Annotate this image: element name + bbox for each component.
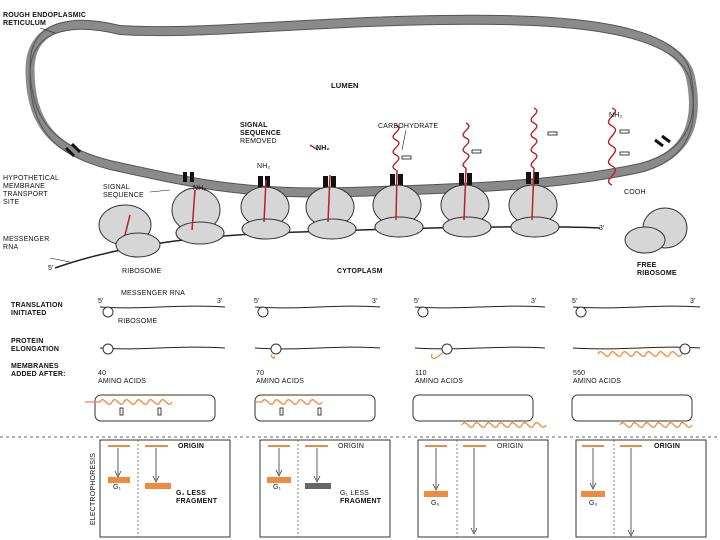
aa-label-c1: AMINO ACIDS <box>98 378 146 386</box>
hypothetical-line4: SITE <box>3 199 19 207</box>
ribosome-5 <box>373 170 423 237</box>
aa-label-c4: AMINO ACIDS <box>573 378 621 386</box>
rer-label-line1: ROUGH ENDOPLASMIC <box>3 12 86 20</box>
signal-sequence-line1: SIGNAL <box>103 184 130 192</box>
cooh-label: COOH <box>624 189 646 197</box>
origin-c1: ORIGIN <box>178 443 204 451</box>
signal-sequence-line2: SEQUENCE <box>103 192 144 200</box>
g1less-c2-line2: FRAGMENT <box>340 498 381 506</box>
nh2-label-3: NH₂ <box>257 163 270 171</box>
aa-label-c3: AMINO ACIDS <box>415 378 463 386</box>
aa-count-c1: 40 <box>98 370 106 378</box>
row-translation-line2: INITIATED <box>11 310 47 318</box>
ribosome-small-row1 <box>103 307 586 317</box>
g1-label-c1: G₁ <box>113 484 121 492</box>
row-membranes-line2: ADDED AFTER: <box>11 371 66 379</box>
band-g1-col2 <box>267 477 291 483</box>
origin-c2: ORIGIN <box>338 443 364 451</box>
ribosome-1 <box>99 205 160 257</box>
lumen-label: LUMEN <box>331 82 359 90</box>
nh2-label-seq: NH₂ <box>193 185 206 193</box>
carbohydrate-markers <box>402 130 629 159</box>
five-prime-top: 5' <box>48 265 54 273</box>
row-elongation-line1: PROTEIN <box>11 338 44 346</box>
free-ribosome <box>625 208 687 253</box>
signal-removed-line3: REMOVED <box>240 138 277 146</box>
rer-label-line2: RETICULUM <box>3 20 46 28</box>
transport-site-marks <box>66 136 670 156</box>
band-g0-col3 <box>424 491 448 497</box>
row-elongation-line2: ELONGATION <box>11 346 59 354</box>
g1less-c1-line1: G₁ LESS <box>176 490 206 498</box>
signal-removed-line1: SIGNAL <box>240 122 268 130</box>
ribosome-4 <box>306 175 356 239</box>
g1less-c1-line2: FRAGMENT <box>176 498 217 506</box>
electrophoresis-gels <box>100 440 706 537</box>
carbohydrate-label: CARBOHYDRATE <box>378 123 438 131</box>
signal-removed-line2: SEQUENCE <box>240 130 281 138</box>
five-prime-c2: 5' <box>254 298 260 306</box>
g0-label-c4: G₀ <box>589 500 598 508</box>
aa-count-c4: 550 <box>573 370 585 378</box>
mrna-row-elongation <box>100 347 700 349</box>
three-prime-top: 3' <box>599 225 605 233</box>
g1less-c2-line1: G₁ LESS <box>340 490 369 498</box>
row-membranes-line1: MEMBRANES <box>11 363 59 371</box>
five-prime-c3: 5' <box>414 298 420 306</box>
ribosome-label-bottom: RIBOSOME <box>118 318 157 326</box>
nh2-label-removed: NH₂ <box>316 145 330 153</box>
g1-label-c2: G₁ <box>273 484 281 492</box>
elongating-chains <box>272 352 682 359</box>
band-g0-col4 <box>581 491 605 497</box>
three-prime-c4: 3' <box>690 298 696 306</box>
hypothetical-line1: HYPOTHETICAL <box>3 175 59 183</box>
hypothetical-line3: TRANSPORT <box>3 191 48 199</box>
hypothetical-line2: MEMBRANE <box>3 183 45 191</box>
mrna-row-translation <box>100 306 700 308</box>
aa-count-c3: 110 <box>415 370 427 378</box>
band-g1-col1 <box>108 477 130 483</box>
three-prime-c1: 3' <box>217 298 223 306</box>
vesicle-boxes <box>95 395 692 421</box>
g0-label-c3: G₀ <box>431 500 440 508</box>
free-ribosome-line1: FREE <box>637 262 656 270</box>
free-ribosome-line2: RIBOSOME <box>637 270 677 278</box>
aa-label-c2: AMINO ACIDS <box>256 378 304 386</box>
ribosome-label-top: RIBOSOME <box>122 268 161 276</box>
ribosome-6 <box>441 168 491 237</box>
origin-c4: ORIGIN <box>654 443 680 451</box>
row-translation-line1: TRANSLATION <box>11 302 63 310</box>
three-prime-c3: 3' <box>531 298 537 306</box>
cytoplasm-label: CYTOPLASM <box>337 268 383 276</box>
five-prime-c4: 5' <box>572 298 578 306</box>
nh2-label-right: NH₂ <box>609 112 622 120</box>
electrophoresis-label: ELECTROPHORESIS <box>90 453 98 525</box>
origin-c3: ORIGIN <box>497 443 523 451</box>
mrna-label-line2: RNA <box>3 244 18 252</box>
rough-er-membrane <box>30 15 693 197</box>
band-g1less-col2 <box>305 483 331 489</box>
five-prime-c1: 5' <box>98 298 104 306</box>
three-prime-c2: 3' <box>372 298 378 306</box>
mrna-label-bottom: MESSENGER RNA <box>121 290 185 298</box>
band-g1less-col1 <box>145 483 171 489</box>
mrna-label-line1: MESSENGER <box>3 236 50 244</box>
aa-count-c2: 70 <box>256 370 264 378</box>
